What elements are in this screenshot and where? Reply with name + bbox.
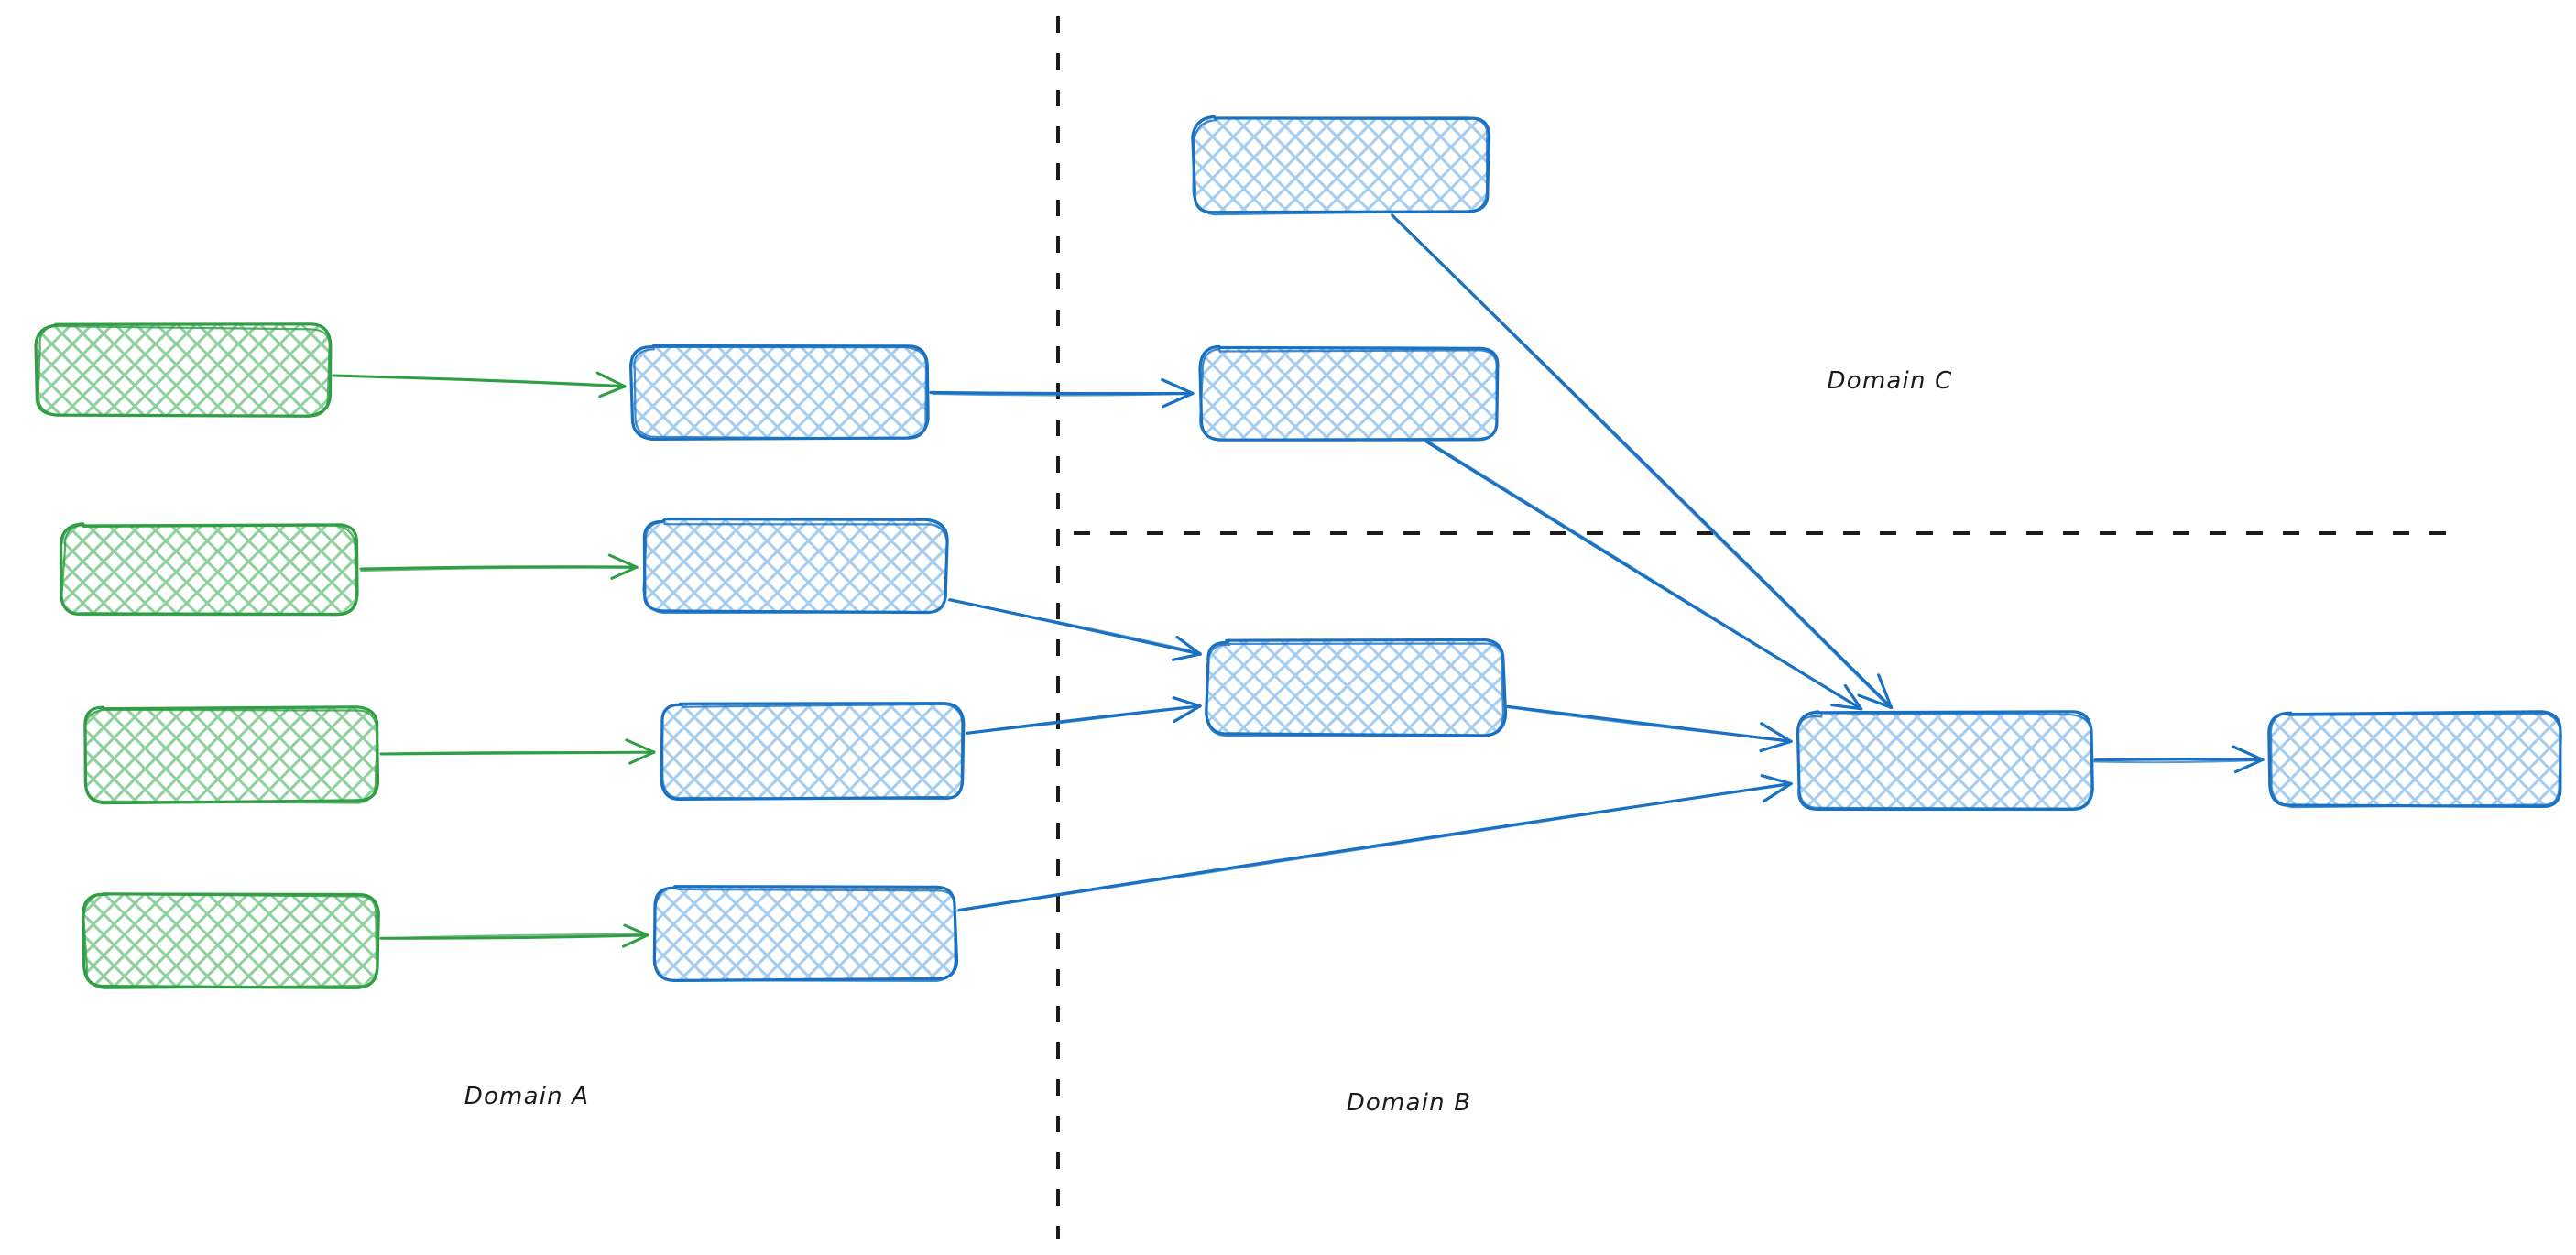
node-c2[interactable] (1198, 344, 1500, 442)
node-a3[interactable] (83, 705, 380, 805)
node-a1[interactable] (34, 322, 333, 418)
domain-label-domain-a: Domain A (464, 1083, 590, 1110)
node-a4[interactable] (82, 892, 380, 989)
edge-b2-c3 (947, 598, 1202, 661)
edge-c3-d1 (1505, 704, 1793, 753)
node-layer (34, 115, 2562, 989)
edge-a3-b3 (379, 738, 656, 765)
edge-b4-d1 (956, 774, 1793, 912)
edge-b3-c3 (966, 696, 1202, 735)
edge-a2-b2 (359, 553, 639, 580)
edge-a4-b4 (379, 923, 649, 948)
edge-layer (332, 213, 2265, 948)
edge-a1-b1 (332, 371, 627, 398)
node-b3[interactable] (660, 702, 966, 802)
domain-label-domain-c: Domain C (1828, 367, 1953, 395)
divider-layer (1056, 16, 2455, 1239)
node-c3[interactable] (1205, 638, 1508, 737)
domain-label-layer: Domain A Domain B Domain C (464, 367, 1953, 1117)
domain-label-domain-b: Domain B (1347, 1089, 1472, 1117)
node-b1[interactable] (629, 344, 930, 441)
node-b2[interactable] (642, 518, 949, 615)
node-a2[interactable] (60, 522, 359, 617)
edge-d1-e1 (2092, 745, 2265, 774)
node-d1[interactable] (1796, 710, 2094, 812)
node-e1[interactable] (2267, 710, 2562, 809)
edge-b1-c2 (929, 377, 1195, 409)
edge-c2-d1 (1424, 440, 1863, 711)
node-b4[interactable] (652, 885, 959, 982)
edge-c1-d1 (1391, 213, 1894, 709)
node-c1[interactable] (1191, 115, 1491, 216)
